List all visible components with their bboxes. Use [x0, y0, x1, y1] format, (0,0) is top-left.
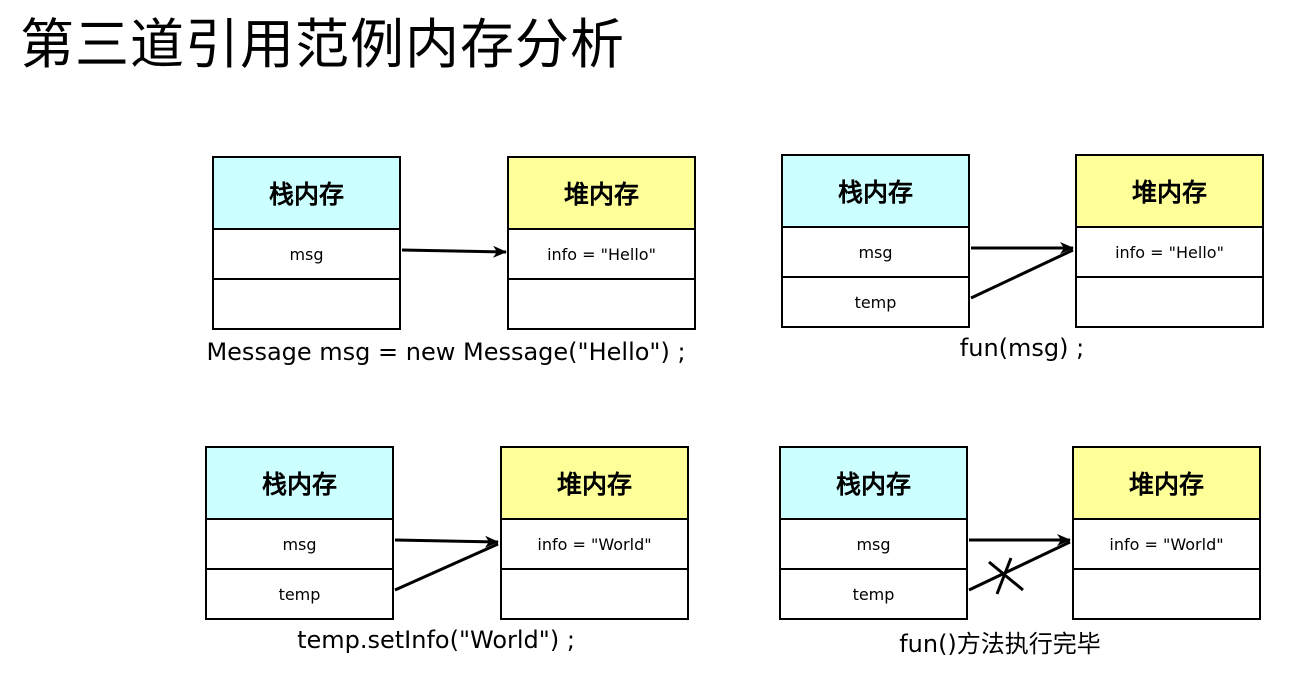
stack-cell-msg: msg	[858, 242, 893, 262]
msg-reference-arrow	[394, 535, 499, 548]
heap-cell-info: info = "World"	[537, 534, 652, 554]
heap-memory-box: 堆内存 info = "World"	[1072, 446, 1261, 620]
diagram-panel-3: 栈内存 msg temp 堆内存 info = "World"	[205, 446, 715, 676]
heap-cell-info: info = "Hello"	[547, 244, 656, 264]
heap-memory-header: 堆内存	[1074, 448, 1259, 520]
heap-cell-info: info = "World"	[1109, 534, 1224, 554]
temp-reference-arrow	[970, 248, 1074, 300]
stack-cell-msg: msg	[856, 534, 891, 554]
heap-memory-header: 堆内存	[1077, 156, 1262, 228]
diagram-panel-2: 栈内存 msg temp 堆内存 info = "Hello"	[781, 154, 1291, 384]
heap-cell-info: info = "Hello"	[1115, 242, 1224, 262]
heap-memory-header: 堆内存	[509, 158, 694, 230]
panel-4-caption: fun()方法执行完毕	[899, 630, 1101, 658]
reference-arrows	[401, 245, 507, 258]
diagram-panel-4: 栈内存 msg temp 堆内存 info = "World"	[779, 446, 1289, 676]
diagram-panel-1: 栈内存 msg 堆内存 info = "Hello"	[212, 156, 722, 386]
heap-cell-empty	[502, 568, 687, 618]
page-title: 第三道引用范例内存分析	[20, 13, 625, 76]
stack-memory-box: 栈内存 msg temp	[205, 446, 394, 620]
stack-memory-header: 栈内存	[783, 156, 968, 228]
cross-mark-icon	[988, 557, 1024, 595]
stack-cell-temp: temp	[781, 568, 966, 618]
reference-arrows	[968, 534, 1071, 595]
stack-memory-box: 栈内存 msg temp	[779, 446, 968, 620]
stack-cell-temp: temp	[207, 568, 392, 618]
panel-3-caption: temp.setInfo("World") ;	[297, 626, 575, 654]
heap-cell-empty	[509, 278, 694, 328]
heap-cell-empty	[1077, 276, 1262, 326]
temp-reference-arrow	[394, 542, 499, 592]
stack-memory-header: 栈内存	[207, 448, 392, 520]
stack-memory-header: 栈内存	[214, 158, 399, 230]
heap-memory-header: 堆内存	[502, 448, 687, 520]
stack-cell-empty	[214, 278, 399, 328]
stack-cell-msg: msg	[282, 534, 317, 554]
stack-cell-msg: msg	[289, 244, 324, 264]
stack-memory-box: 栈内存 msg temp	[781, 154, 970, 328]
msg-reference-arrow	[401, 245, 507, 258]
heap-memory-box: 堆内存 info = "Hello"	[1075, 154, 1264, 328]
heap-memory-box: 堆内存 info = "World"	[500, 446, 689, 620]
panel-1-caption: Message msg = new Message("Hello") ;	[206, 338, 686, 366]
stack-memory-header: 栈内存	[781, 448, 966, 520]
stack-cell-temp: temp	[783, 276, 968, 326]
reference-arrows	[394, 535, 499, 592]
heap-memory-box: 堆内存 info = "Hello"	[507, 156, 696, 330]
reference-arrows	[970, 242, 1074, 300]
temp-reference-arrow	[968, 540, 1071, 592]
stack-memory-box: 栈内存 msg	[212, 156, 401, 330]
panel-2-caption: fun(msg) ;	[959, 334, 1085, 362]
heap-cell-empty	[1074, 568, 1259, 618]
